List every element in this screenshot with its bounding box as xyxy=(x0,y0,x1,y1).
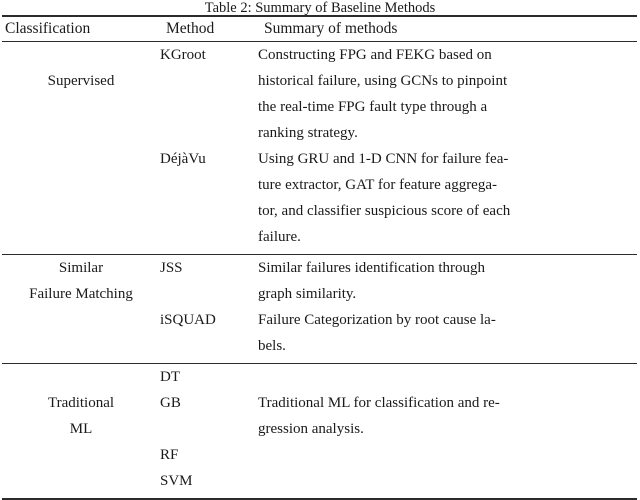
table-midrule-1 xyxy=(2,253,637,256)
spacer-line xyxy=(2,42,160,68)
cell-classification-similar-failure-matching: Similar Failure Matching xyxy=(2,255,160,359)
classification-label-line2: ML xyxy=(69,421,93,438)
column-header-method: Method xyxy=(166,19,215,37)
table-row: iSQUAD Failure Categorization by root ca… xyxy=(2,307,637,359)
summary-line: bels. xyxy=(258,338,286,355)
method-svm: SVM xyxy=(160,473,193,490)
cell-method-isquad: iSQUAD xyxy=(160,312,216,329)
baseline-methods-table: Classification Method Summary of methods… xyxy=(2,15,637,500)
column-header-classification: Classification xyxy=(5,19,91,37)
table-row: DéjàVu Using GRU and 1-D CNN for failure… xyxy=(2,146,637,250)
cell-method-list: DT GB RF SVM xyxy=(160,364,258,494)
summary-line: ture extractor, GAT for feature aggrega- xyxy=(258,176,497,193)
classification-label: Supervised xyxy=(47,72,115,89)
table-section-similar-failure-matching: Similar Failure Matching JSS Similar fai… xyxy=(2,255,637,363)
method-rf: RF xyxy=(160,447,179,464)
summary-line: ranking strategy. xyxy=(258,124,358,141)
spacer-line xyxy=(160,416,258,442)
table-row: Supervised KGroot Constructing FPG and F… xyxy=(2,42,637,146)
spacer-line xyxy=(2,364,160,390)
summary-line: historical failure, using GCNs to pinpoi… xyxy=(258,72,508,89)
spacer-line xyxy=(258,364,637,390)
table-toprule xyxy=(2,15,637,17)
summary-line: gression analysis. xyxy=(258,421,364,438)
classification-label-line2: Failure Matching xyxy=(29,286,133,303)
summary-line: the real-time FPG fault type through a xyxy=(258,98,488,115)
summary-line: failure. xyxy=(258,228,301,245)
method-gb: GB xyxy=(160,395,181,412)
summary-line: Constructing FPG and FEKG based on xyxy=(258,46,492,63)
table-header-group: Classification Method Summary of methods xyxy=(2,17,637,41)
table-midrule-header xyxy=(2,40,637,42)
table-row: Traditional ML DT GB RF SVM xyxy=(2,364,637,494)
summary-line: Using GRU and 1-D CNN for failure fea- xyxy=(258,150,509,167)
table-section-traditional-ml: Traditional ML DT GB RF SVM xyxy=(2,364,637,498)
summary-line: tor, and classifier suspicious score of … xyxy=(258,202,511,219)
method-dt: DT xyxy=(160,369,180,386)
table-header-row: Classification Method Summary of methods xyxy=(2,17,637,41)
cell-method-jss: JSS xyxy=(160,260,183,277)
cell-summary-traditional-ml: Traditional ML for classification and re… xyxy=(258,364,637,494)
summary-line: Failure Categorization by root cause la- xyxy=(258,312,496,329)
column-header-summary: Summary of methods xyxy=(264,19,398,37)
summary-line: Traditional ML for classification and re… xyxy=(258,395,500,412)
table-caption: Table 2: Summary of Baseline Methods xyxy=(204,0,436,16)
table-section-supervised: Supervised KGroot Constructing FPG and F… xyxy=(2,42,637,254)
cell-method-dejavu: DéjàVu xyxy=(160,150,206,167)
classification-label-line1: Similar xyxy=(58,260,104,277)
table-midrule-2 xyxy=(2,363,637,365)
cell-summary-kgroot: Constructing FPG and FEKG based on histo… xyxy=(258,42,637,146)
cell-summary-dejavu: Using GRU and 1-D CNN for failure fea- t… xyxy=(258,146,637,250)
cell-method-kgroot: KGroot xyxy=(160,46,206,63)
summary-line: Similar failures identification through xyxy=(258,260,486,277)
cell-summary-jss: Similar failures identification through … xyxy=(258,255,637,307)
table-row: Similar Failure Matching JSS Similar fai… xyxy=(2,255,637,307)
cell-classification-traditional-ml: Traditional ML xyxy=(2,364,160,494)
cell-summary-isquad: Failure Categorization by root cause la-… xyxy=(258,307,637,359)
summary-line: graph similarity. xyxy=(258,286,357,303)
cell-classification-supervised: Supervised xyxy=(2,42,160,250)
classification-label-line1: Traditional xyxy=(47,395,115,412)
